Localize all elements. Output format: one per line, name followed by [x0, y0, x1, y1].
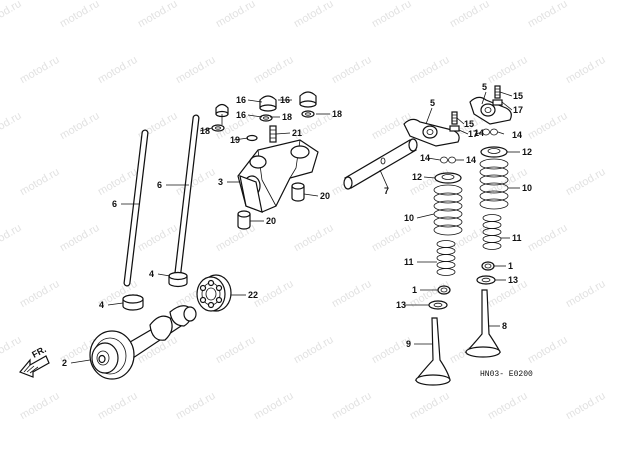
callout-5-right: 5 — [482, 82, 487, 92]
tappet-upper — [168, 271, 188, 288]
callout-21: 21 — [292, 128, 302, 138]
o-rings — [440, 128, 498, 164]
callout-14-a: 14 — [420, 153, 430, 163]
callout-6-right: 6 — [157, 180, 162, 190]
stem-seal-left — [428, 300, 448, 310]
adjusting-screw-right — [492, 85, 503, 106]
callout-1-left: 1 — [412, 285, 417, 295]
callout-1-right: 1 — [508, 261, 513, 271]
outer-spring-left — [433, 184, 463, 236]
callouts: 6 6 4 4 2 22 3 20 20 16 16 16 18 18 18 1… — [62, 82, 532, 368]
callout-16-c: 16 — [280, 95, 290, 105]
rocker-arm-right — [469, 96, 512, 125]
callout-22: 22 — [248, 290, 258, 300]
dowel-pin-upper — [291, 182, 305, 202]
spring-seat-left — [437, 285, 451, 295]
valve-retainer-left — [434, 172, 462, 184]
cap-nut-right — [299, 91, 317, 108]
callout-16-b: 16 — [236, 110, 246, 120]
callout-13-right: 13 — [508, 275, 518, 285]
tappet-lower — [122, 294, 144, 311]
callout-20-lower: 20 — [266, 216, 276, 226]
callout-12-right: 12 — [522, 147, 532, 157]
camshaft — [89, 305, 197, 380]
callout-18-a: 18 — [332, 109, 342, 119]
callout-5-left: 5 — [430, 98, 435, 108]
outer-spring-right — [479, 158, 509, 210]
callout-18-b: 18 — [282, 112, 292, 122]
callout-4-upper: 4 — [149, 269, 154, 279]
spring-seat-right — [481, 261, 495, 271]
front-direction-arrow: FR. — [19, 344, 50, 378]
leader-lines — [70, 91, 520, 364]
dowel-pin-lower — [237, 210, 251, 230]
stud-bolt — [269, 125, 277, 143]
callout-2: 2 — [62, 358, 67, 368]
callout-13-left: 13 — [396, 300, 406, 310]
washers — [211, 110, 315, 142]
adjusting-screw-left — [449, 111, 460, 132]
callout-14-b: 14 — [466, 155, 476, 165]
callout-8: 8 — [502, 321, 507, 331]
callout-7: 7 — [384, 186, 389, 196]
stem-seal-right — [476, 275, 496, 285]
rocker-arm-left — [403, 118, 460, 147]
callout-14-c: 14 — [474, 128, 484, 138]
callout-6-left: 6 — [112, 199, 117, 209]
callout-16-a: 16 — [236, 95, 246, 105]
callout-15-left: 15 — [464, 119, 474, 129]
callout-4-lower: 4 — [99, 300, 104, 310]
callout-9: 9 — [406, 339, 411, 349]
callout-17-left: 17 — [468, 129, 478, 139]
intake-valve — [464, 289, 501, 358]
callout-17-right: 17 — [513, 105, 523, 115]
callout-12-left: 12 — [412, 172, 422, 182]
push-rod-left — [123, 129, 149, 287]
callout-3: 3 — [218, 177, 223, 187]
callout-18-c: 18 — [200, 126, 210, 136]
valve-retainer-right — [480, 146, 508, 158]
callout-10-right: 10 — [522, 183, 532, 193]
callout-19: 19 — [230, 135, 240, 145]
callout-11-left: 11 — [404, 257, 414, 267]
inner-spring-left — [436, 240, 456, 276]
camshaft-bearing — [196, 274, 232, 312]
diagram-code: HN03- E0200 — [480, 370, 533, 379]
push-rod-right — [174, 114, 200, 276]
cap-nut-left — [259, 95, 277, 112]
callout-11-right: 11 — [512, 233, 522, 243]
callout-14-d: 14 — [512, 130, 522, 140]
inner-spring-right — [482, 214, 502, 250]
callout-10-left: 10 — [404, 213, 414, 223]
exhaust-valve — [414, 317, 451, 386]
rocker-shaft — [343, 138, 418, 190]
rocker-arm-holder — [237, 139, 319, 213]
callout-20-upper: 20 — [320, 191, 330, 201]
callout-15-right: 15 — [513, 91, 523, 101]
